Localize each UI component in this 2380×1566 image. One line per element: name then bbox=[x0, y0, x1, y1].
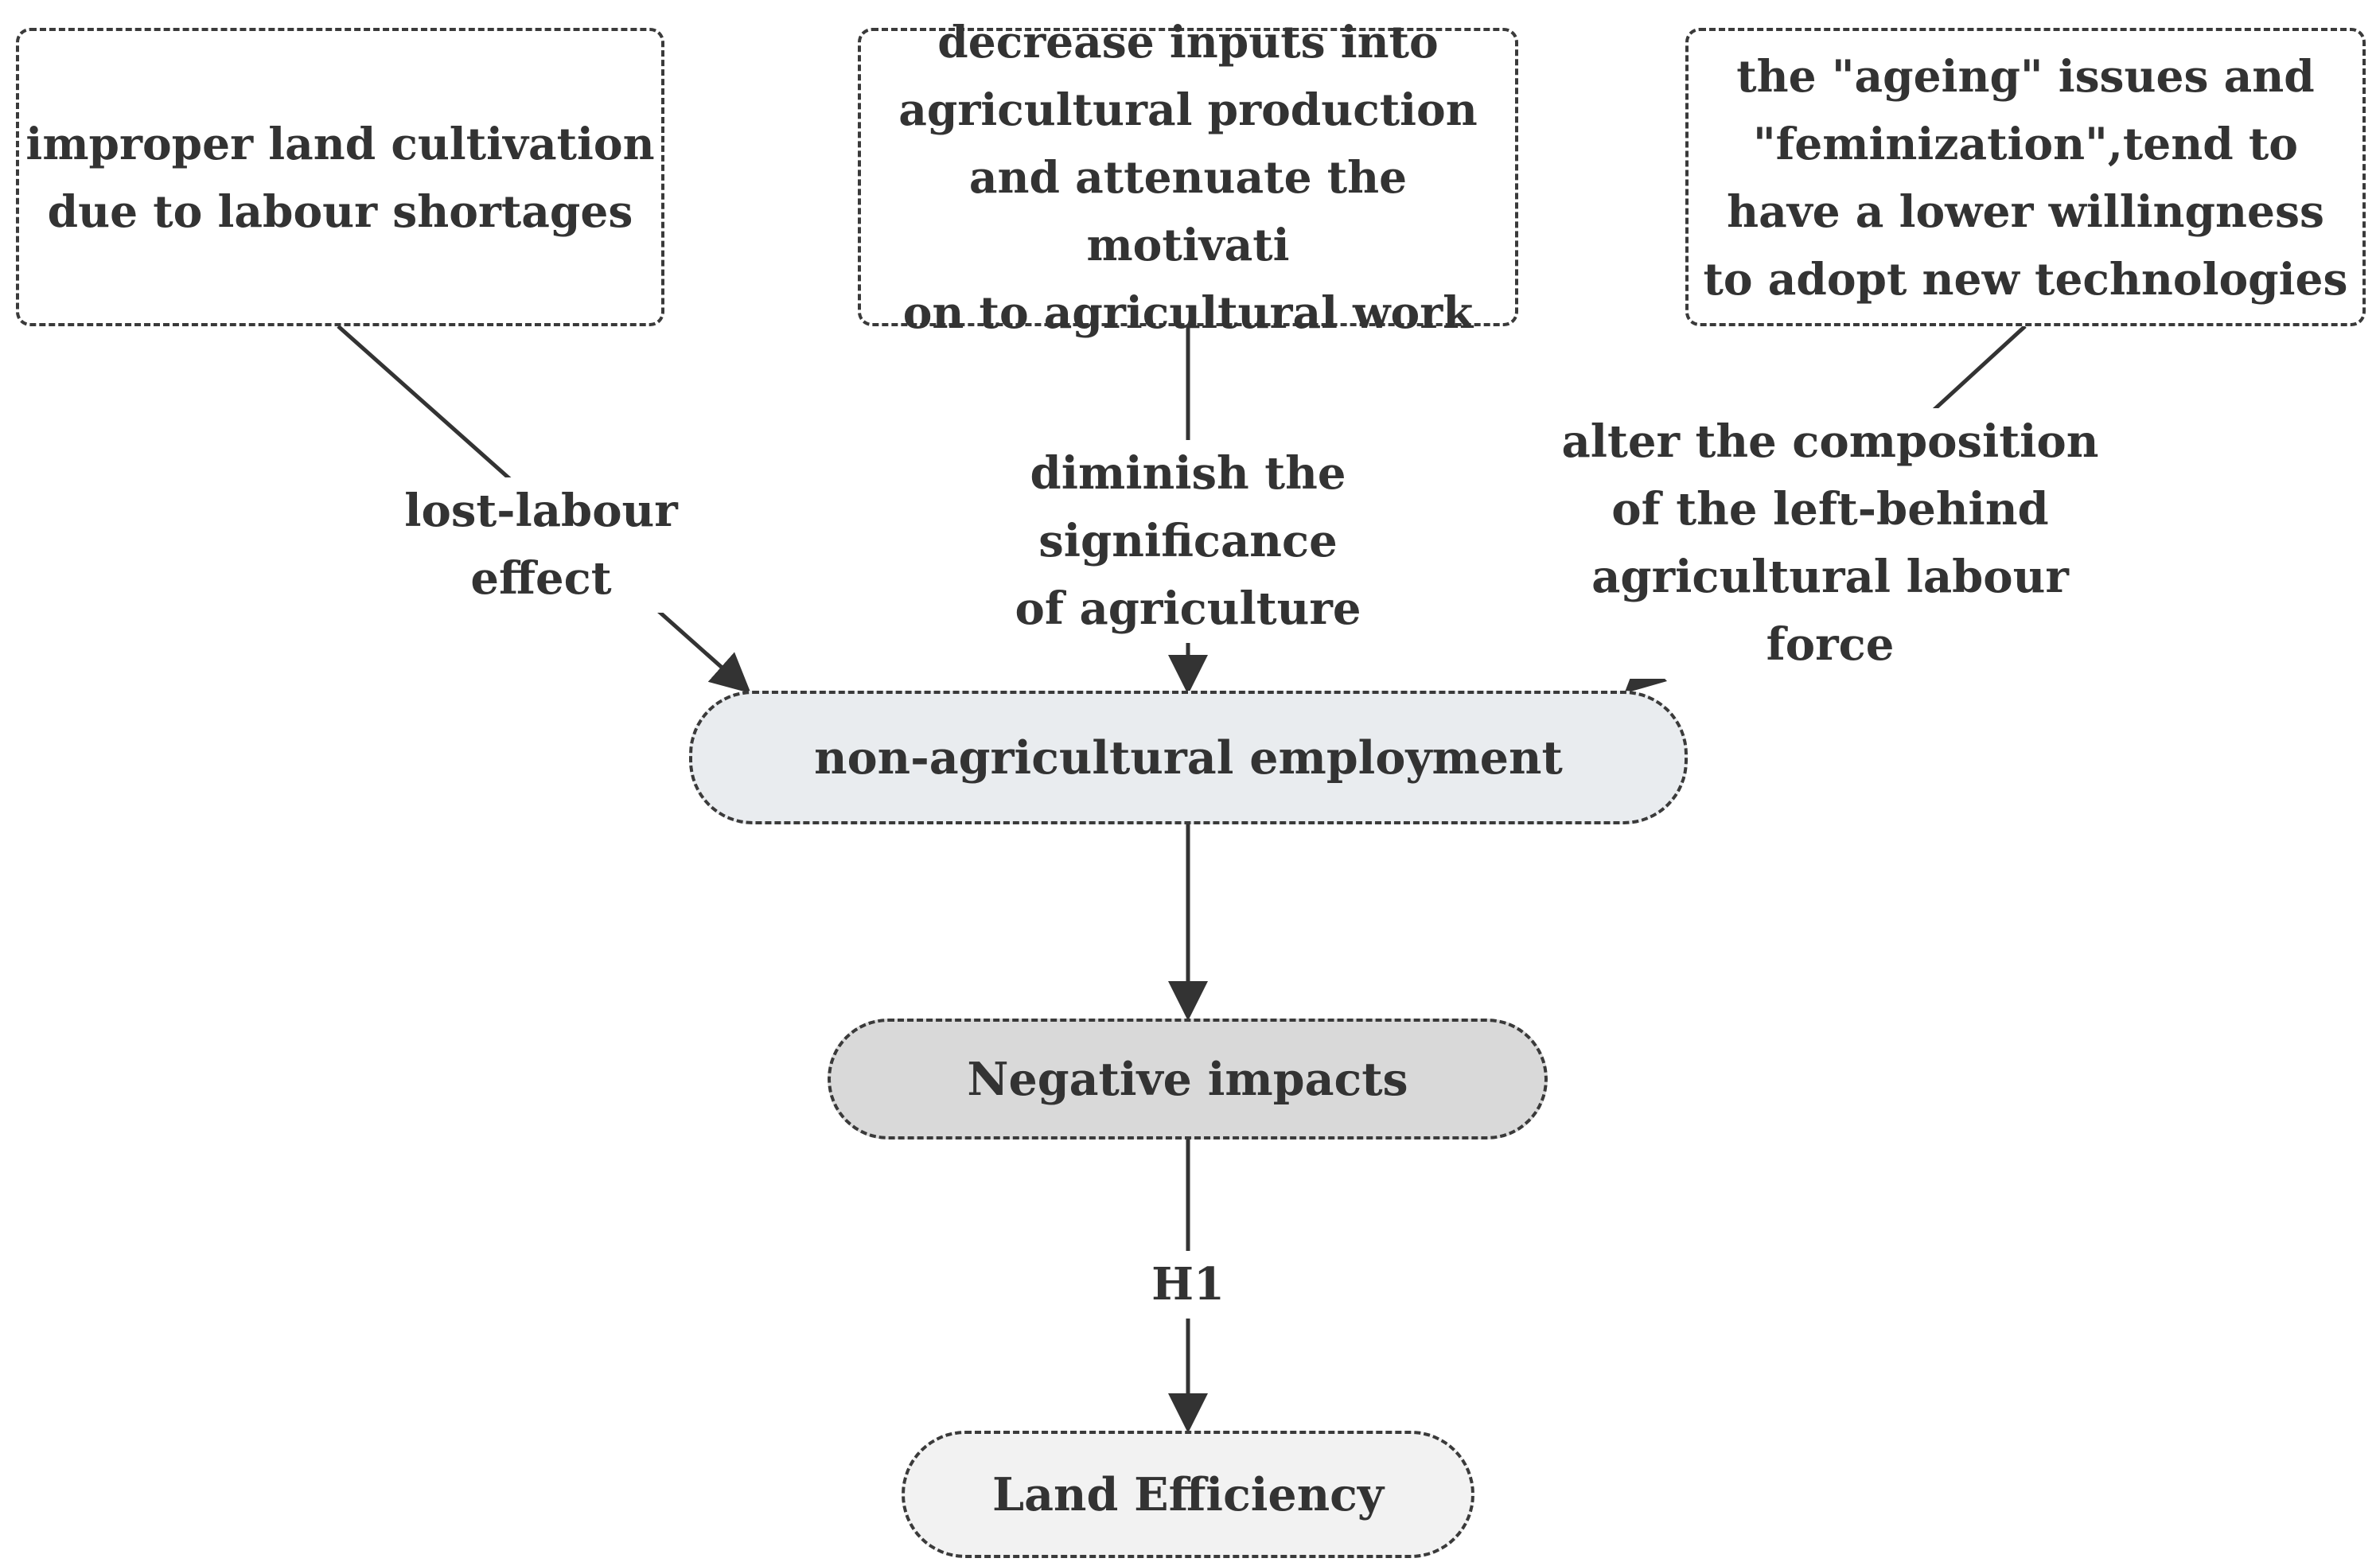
node-labour-shortage-text: improper land cultivation due to labour … bbox=[25, 117, 655, 237]
edge-label-diminish: diminish the significance of agriculture bbox=[886, 440, 1490, 643]
edge-label-h1: H1 bbox=[1136, 1251, 1240, 1319]
node-land-efficiency: Land Efficiency bbox=[902, 1431, 1474, 1558]
node-negative-impacts-text: Negative impacts bbox=[967, 1052, 1408, 1106]
edge-label-alter: alter the composition of the left-behind… bbox=[1544, 408, 2117, 679]
edge-label-lost-labour: lost-labour effect bbox=[342, 477, 740, 613]
node-land-efficiency-text: Land Efficiency bbox=[992, 1467, 1384, 1521]
node-non-agricultural-employment: non-agricultural employment bbox=[689, 691, 1688, 824]
node-ageing-text: the "ageing" issues and "feminization",t… bbox=[1703, 49, 2348, 305]
node-decrease-inputs: decrease inputs into agricultural produc… bbox=[858, 16, 1518, 338]
node-non-agricultural-employment-text: non-agricultural employment bbox=[814, 730, 1563, 785]
node-labour-shortage: improper land cultivation due to labour … bbox=[16, 28, 664, 326]
node-ageing: the "ageing" issues and "feminization",t… bbox=[1685, 28, 2366, 326]
node-decrease-inputs-text: decrease inputs into agricultural produc… bbox=[898, 16, 1478, 338]
node-negative-impacts: Negative impacts bbox=[828, 1019, 1548, 1139]
